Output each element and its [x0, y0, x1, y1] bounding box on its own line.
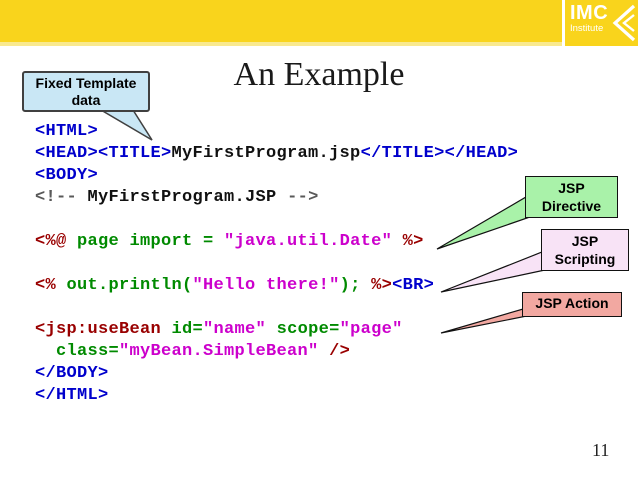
code-segment: <%	[35, 276, 57, 295]
code-segment: "java.util.Date"	[224, 232, 393, 251]
code-line: <% out.println("Hello there!"); %><BR>	[35, 275, 518, 297]
code-segment: </TITLE></HEAD>	[360, 144, 519, 163]
code-segment: />	[329, 342, 351, 361]
callout-fixed-template-line2: data	[71, 92, 101, 108]
code-line	[35, 209, 518, 231]
code-segment	[319, 342, 330, 361]
callout-jsp-action: JSP Action	[522, 292, 622, 317]
code-segment: "page"	[339, 320, 403, 339]
code-line: <%@ page import = "java.util.Date" %>	[35, 231, 518, 253]
code-segment: <%@	[35, 232, 67, 251]
code-segment: MyFirstProgram.JSP	[77, 188, 288, 207]
code-line: <HTML>	[35, 121, 518, 143]
chevron-icon	[612, 4, 636, 42]
code-segment: id=	[161, 320, 204, 339]
code-line: <BODY>	[35, 165, 518, 187]
code-segment: %>	[402, 232, 424, 251]
code-line: class="myBean.SimpleBean" />	[35, 341, 518, 363]
code-line: <HEAD><TITLE>MyFirstProgram.jsp</TITLE><…	[35, 143, 518, 165]
page-number: 11	[592, 440, 610, 460]
top-bar	[0, 0, 638, 46]
callout-jsp-directive: JSP Directive	[525, 176, 618, 218]
code-segment: "Hello there!"	[192, 276, 340, 295]
callout-fixed-template-line1: Fixed Template	[35, 75, 137, 91]
code-line	[35, 253, 518, 275]
callout-jsp-scripting-line1: JSP	[571, 233, 599, 249]
code-segment: );	[339, 276, 372, 295]
code-segment: "myBean.SimpleBean"	[119, 342, 319, 361]
code-segment: <HEAD><TITLE>	[35, 144, 172, 163]
code-segment: </BODY>	[35, 364, 109, 383]
code-segment: MyFirstProgram.jsp	[171, 144, 361, 163]
code-segment: <!--	[35, 188, 78, 207]
code-segment: -->	[287, 188, 319, 207]
code-line: </BODY>	[35, 363, 518, 385]
code-segment: <BR>	[392, 276, 435, 295]
code-segment: %>	[371, 276, 393, 295]
callout-jsp-directive-line1: JSP	[558, 180, 585, 196]
code-segment: "name"	[203, 320, 267, 339]
callout-jsp-directive-line2: Directive	[541, 198, 602, 214]
callout-jsp-action-label: JSP Action	[535, 295, 609, 311]
code-line: <!-- MyFirstProgram.JSP -->	[35, 187, 518, 209]
logo-subtitle: Institute	[570, 23, 604, 34]
callout-jsp-scripting: JSP Scripting	[541, 229, 629, 271]
code-line: <jsp:useBean id="name" scope="page"	[35, 319, 518, 341]
code-segment	[392, 232, 403, 251]
callout-jsp-scripting-line2: Scripting	[554, 251, 616, 267]
code-segment: page import =	[66, 232, 225, 251]
code-line: </HTML>	[35, 385, 518, 407]
logo-title: IMC	[570, 2, 609, 24]
code-segment: <jsp:useBean	[35, 320, 162, 339]
code-segment: class=	[35, 342, 120, 361]
code-segment: scope=	[266, 320, 340, 339]
code-segment: out.println(	[56, 276, 193, 295]
callout-fixed-template: Fixed Template data	[22, 71, 150, 112]
code-line	[35, 297, 518, 319]
code-segment: <BODY>	[35, 166, 99, 185]
imc-logo: IMC Institute	[562, 0, 638, 46]
code-block: <HTML> <HEAD><TITLE>MyFirstProgram.jsp</T…	[35, 121, 518, 407]
code-segment: </HTML>	[35, 386, 109, 405]
code-segment: <HTML>	[35, 122, 99, 141]
page-title: An Example	[233, 56, 405, 93]
